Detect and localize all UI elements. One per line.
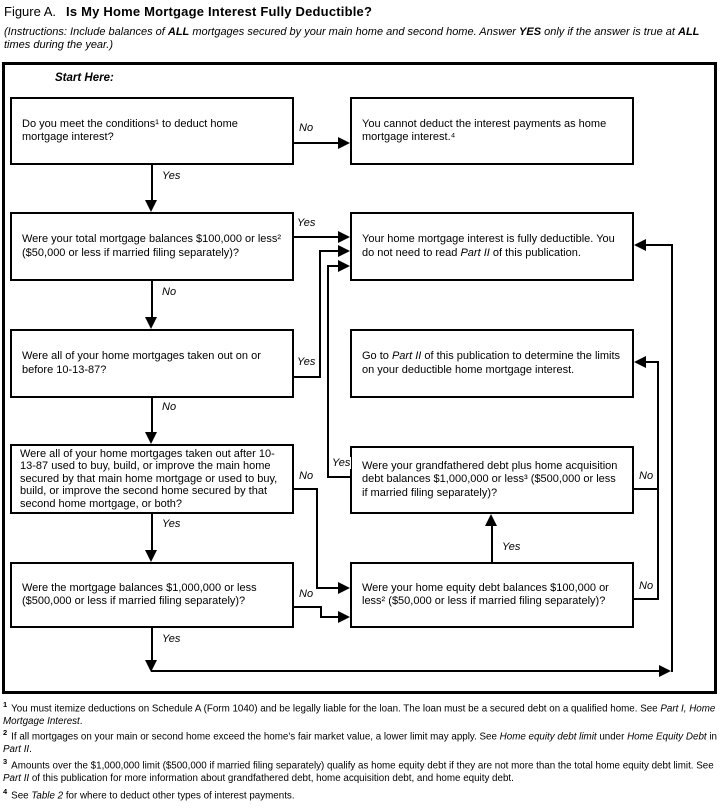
no-label: No	[638, 470, 655, 482]
connector-no-to-part2	[646, 361, 659, 363]
flowchart-frame	[2, 62, 717, 694]
connector-q4-no	[294, 488, 318, 490]
connector-grandfathered-yes	[327, 265, 329, 478]
connector-q5-yes-outer	[671, 244, 673, 672]
arrowhead-left-icon	[634, 239, 646, 251]
arrowhead-up-icon	[485, 514, 497, 526]
arrowhead-right-icon	[338, 582, 350, 594]
connector-q1-no	[294, 142, 340, 144]
connector-q5-yes	[151, 628, 153, 662]
connector-q3-no	[151, 398, 153, 432]
box-q-before-101387: Were all of your home mortgages taken ou…	[10, 329, 294, 398]
box-cannot-deduct: You cannot deduct the interest payments …	[350, 97, 634, 165]
arrowhead-left-icon	[634, 356, 646, 368]
connector-home-equity-no	[634, 598, 659, 600]
box-q-mortgage-1m: Were the mortgage balances $1,000,000 or…	[10, 562, 294, 628]
connector-q4-yes	[151, 514, 153, 550]
arrowhead-down-icon	[145, 550, 157, 562]
yes-label: Yes	[296, 217, 317, 229]
connector-grandfathered-no	[634, 488, 659, 490]
connector-q2-yes	[294, 236, 340, 238]
connector-q3-yes	[294, 376, 321, 378]
connector-q5-no	[320, 606, 322, 618]
yes-label: Yes	[501, 541, 522, 553]
connector-q4-no	[316, 488, 318, 589]
arrowhead-down-icon	[145, 660, 157, 672]
connector-q4-no	[316, 587, 340, 589]
connector-home-equity-yes	[491, 526, 493, 562]
no-label: No	[298, 470, 315, 482]
arrowhead-down-icon	[145, 200, 157, 212]
connector-q3-yes	[319, 250, 321, 378]
yes-label: Yes	[161, 633, 182, 645]
connector-grandfathered-yes	[327, 265, 340, 267]
no-label: No	[161, 286, 178, 298]
connector-q5-yes-bottom	[151, 670, 659, 672]
no-label: No	[298, 122, 315, 134]
arrowhead-right-icon	[659, 665, 671, 677]
connector-q3-yes	[319, 250, 340, 252]
connector-grandfathered-yes	[327, 476, 350, 478]
arrowhead-right-icon	[338, 260, 350, 272]
yes-label: Yes	[296, 356, 317, 368]
yes-label: Yes	[331, 457, 352, 469]
yes-label: Yes	[161, 170, 182, 182]
figure-title: Figure A. Is My Home Mortgage Interest Fu…	[4, 4, 372, 19]
connector-q5-no	[294, 606, 322, 608]
connector-q5-yes-entry	[646, 244, 673, 246]
box-q-after-101387: Were all of your home mortgages taken ou…	[10, 444, 294, 514]
figure-title-text: Is My Home Mortgage Interest Fully Deduc…	[66, 4, 373, 19]
box-go-to-part2: Go to Part II of this publication to det…	[350, 329, 634, 398]
figure-instructions: (Instructions: Include balances of ALL m…	[4, 26, 700, 52]
connector-no-to-part2	[657, 361, 659, 600]
box-fully-deductible: Your home mortgage interest is fully ded…	[350, 212, 634, 281]
box-q-grandfathered: Were your grandfathered debt plus home a…	[350, 446, 634, 514]
start-here-label: Start Here:	[55, 72, 114, 84]
connector-q5-no	[320, 616, 340, 618]
connector-q2-no	[151, 281, 153, 318]
arrowhead-right-icon	[338, 611, 350, 623]
connector-q1-yes	[151, 165, 153, 202]
box-q-home-equity: Were your home equity debt balances $100…	[350, 562, 634, 628]
arrowhead-right-icon	[338, 137, 350, 149]
box-q-total-balances: Were your total mortgage balances $100,0…	[10, 212, 294, 281]
no-label: No	[298, 588, 315, 600]
box-q-conditions: Do you meet the conditions¹ to deduct ho…	[10, 97, 294, 165]
no-label: No	[161, 401, 178, 413]
figure-label: Figure A.	[4, 4, 57, 19]
arrowhead-down-icon	[145, 432, 157, 444]
arrowhead-down-icon	[145, 317, 157, 329]
yes-label: Yes	[161, 518, 182, 530]
no-label: No	[638, 580, 655, 592]
arrowhead-right-icon	[338, 231, 350, 243]
arrowhead-right-icon	[338, 245, 350, 257]
